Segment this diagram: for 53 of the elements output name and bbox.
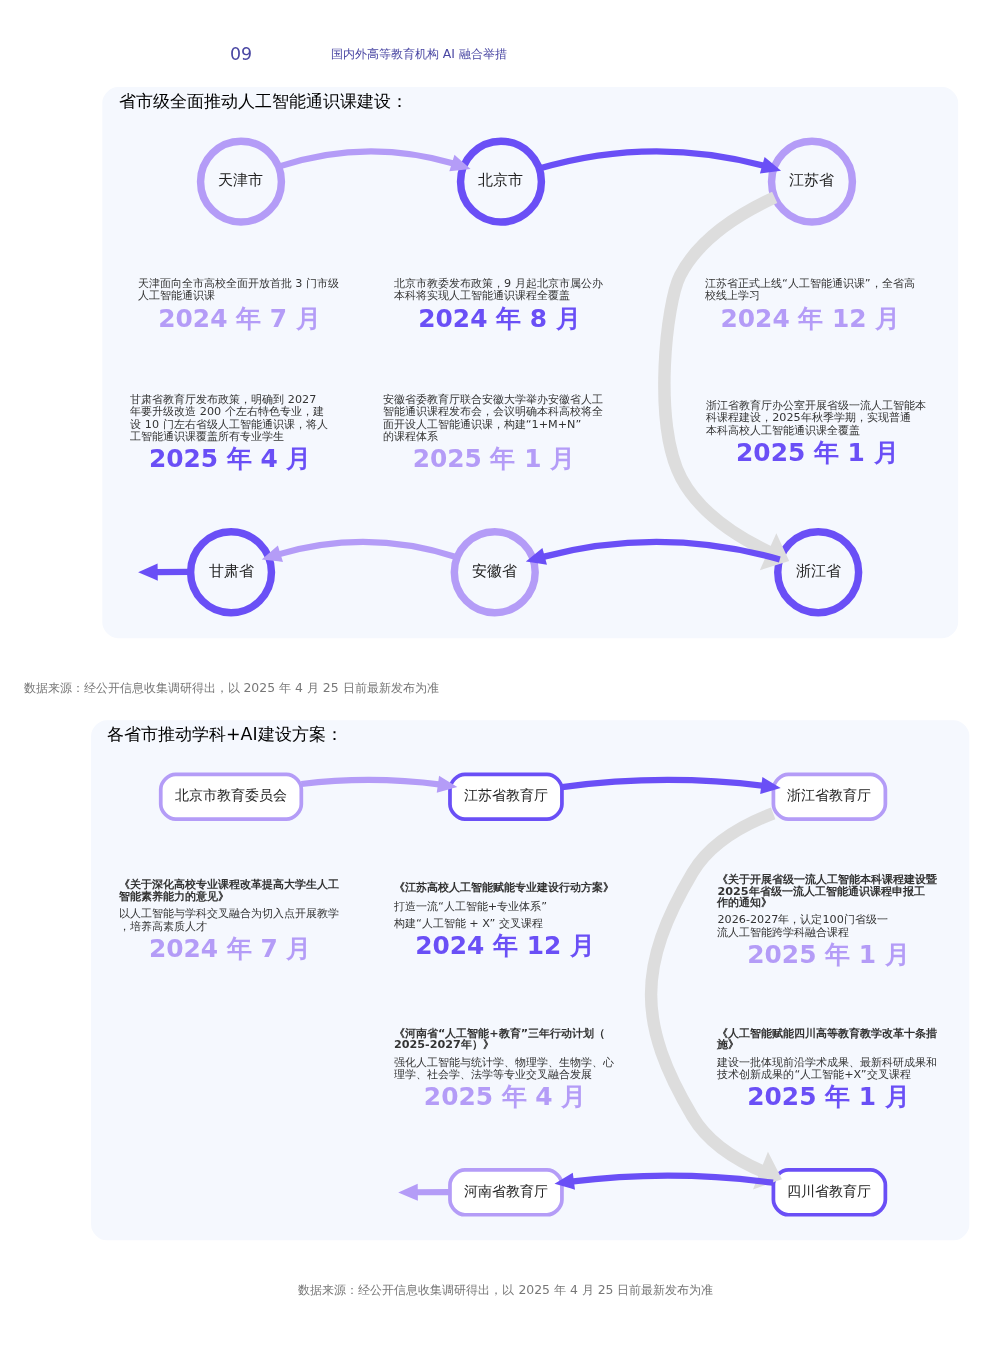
node-label: 《关于深化高校专业课程改革提高大学生人工智能素养能力的意见》: [119, 878, 340, 903]
arrow: [644, 807, 782, 1190]
node-circle: 安徽省: [450, 528, 539, 617]
node-label: 2025 年 1 月: [412, 444, 576, 474]
node-label: 以人工智能与学科交叉融合为切入点开展教学，培养高素质人才: [119, 907, 340, 933]
node-label: 《江苏高校人工智能赋能专业建设行动方案》: [393, 880, 614, 894]
node-label: 甘肃省教育厅发布政策，明确到 2027 年要升级改造 200 个左右特色专业，建设 10 门左右省级人工智能通识课，将人工智能通识课覆盖所有专业学生: [130, 392, 328, 443]
node-circle: 甘肃省: [186, 528, 276, 617]
node-label: 2024 年 7 月: [158, 303, 321, 333]
node-label: 2024 年 7 月: [148, 933, 312, 963]
node-label: 2025 年 4 月: [423, 1082, 587, 1112]
node-label: 2024 年 12 月: [415, 931, 595, 961]
node-box: 北京市教育委员会: [158, 772, 304, 822]
label: 数据来源：经公开信息收集调研得出，以 2025 年 4 月 25 日前最新发布为准: [298, 1281, 714, 1297]
node-label: 浙江省教育厅办公室开展省级一流人工智能本科课程建设，2025年秋季学期，实现普通本科高校人工智能通识课全覆盖: [706, 398, 927, 437]
arrow: [301, 775, 458, 793]
arrow: [561, 776, 781, 795]
node-label: 《人工智能赋能四川高等教育教学改革十条措施》: [717, 1027, 938, 1052]
node-label: 2025 年 1 月: [747, 1082, 910, 1112]
arrow: [138, 563, 191, 581]
node-label: 《河南省“人工智能+教育”三年行动计划（2025-2027年）》: [393, 1027, 606, 1052]
node-box: 河南省教育厅: [448, 1168, 564, 1217]
node-label: 2025 年 4 月: [148, 444, 312, 474]
node-label: 2025 年 1 月: [736, 437, 899, 467]
node-label: 2024 年 8 月: [418, 303, 581, 333]
arrow: [554, 1172, 774, 1190]
label: 国内外高等教育机构 AI 融合举措: [330, 46, 507, 62]
node-label: 安徽省委教育厅联合安徽大学举办安徽省人工智能通识课程发布会，会议明确本科高校将全面开设人工智能通识课，构建“1+M+N”的课程体系: [382, 392, 603, 443]
node-label: 构建“人工智能 + X” 交叉课程: [393, 917, 543, 931]
node-label: 建设一批体现前沿学术成果、最新科研成果和技术创新成果的“人工智能+X”交叉课程: [717, 1055, 938, 1082]
arrow: [538, 148, 782, 174]
arrow: [658, 191, 790, 571]
node-circle: 江苏省: [767, 137, 857, 226]
node-circle: 北京市: [456, 137, 546, 226]
node-box: 四川省教育厅: [771, 1168, 888, 1217]
node-label: 强化人工智能与统计学、物理学、生物学、心理学、社会学、法学等专业交叉融合发展: [393, 1055, 614, 1082]
node-label: 北京市教委发布政策，9 月起北京市属公办本科将实现人工智能通识课程全覆盖: [393, 277, 603, 303]
node-label: 《关于开展省级一流人工智能本科课程建设暨2025年省级一流人工智能通识课程申报工作的通知》: [717, 873, 938, 909]
node-label: 江苏省正式上线“人工智能通识课”，全省高校线上学习: [704, 277, 915, 303]
arrow: [261, 538, 458, 562]
node-label: 天津面向全市高校全面开放首批 3 门市级人工智能通识课: [137, 277, 339, 303]
node-label: 2026-2027年，认定100门省级一流人工智能跨学科融合课程: [717, 913, 888, 939]
node-label: 2024 年 12 月: [720, 303, 901, 333]
node-box: 江苏省教育厅: [448, 772, 564, 822]
arrow: [525, 538, 781, 565]
node-circle: 浙江省: [774, 528, 863, 617]
node-circle: 天津市: [196, 137, 286, 226]
label: 数据来源：经公开信息收集调研得出，以 2025 年 4 月 25 日前最新发布为准: [23, 679, 439, 695]
arrow: [398, 1183, 450, 1201]
node-box: 浙江省教育厅: [771, 772, 888, 822]
node-label: 打造一流“人工智能+专业体系”: [393, 899, 547, 913]
node-label: 2025 年 1 月: [747, 939, 910, 969]
label: 09: [229, 43, 253, 64]
